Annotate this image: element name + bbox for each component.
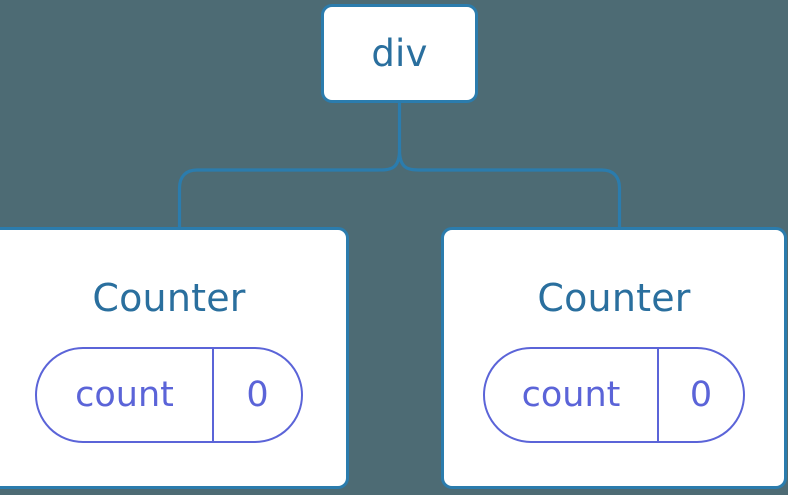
state-pill-counter-0-key: count: [75, 374, 174, 415]
node-counter-1[interactable]: Counter count 0: [441, 227, 787, 489]
state-pill-counter-1-key: count: [521, 374, 621, 415]
state-pill-counter-0-value: 0: [212, 349, 301, 441]
connector-right-branch: [397, 148, 622, 231]
node-div-label: div: [371, 32, 428, 75]
connector-left-branch: [177, 100, 402, 231]
node-counter-0[interactable]: Counter count 0: [0, 227, 349, 489]
node-counter-1-title: Counter: [537, 276, 691, 320]
state-pill-counter-1-value: 0: [657, 349, 743, 441]
state-pill-counter-1[interactable]: count 0: [483, 347, 745, 443]
node-counter-0-title: Counter: [92, 276, 246, 320]
node-div[interactable]: div: [321, 4, 478, 103]
state-pill-counter-0[interactable]: count 0: [35, 347, 303, 443]
